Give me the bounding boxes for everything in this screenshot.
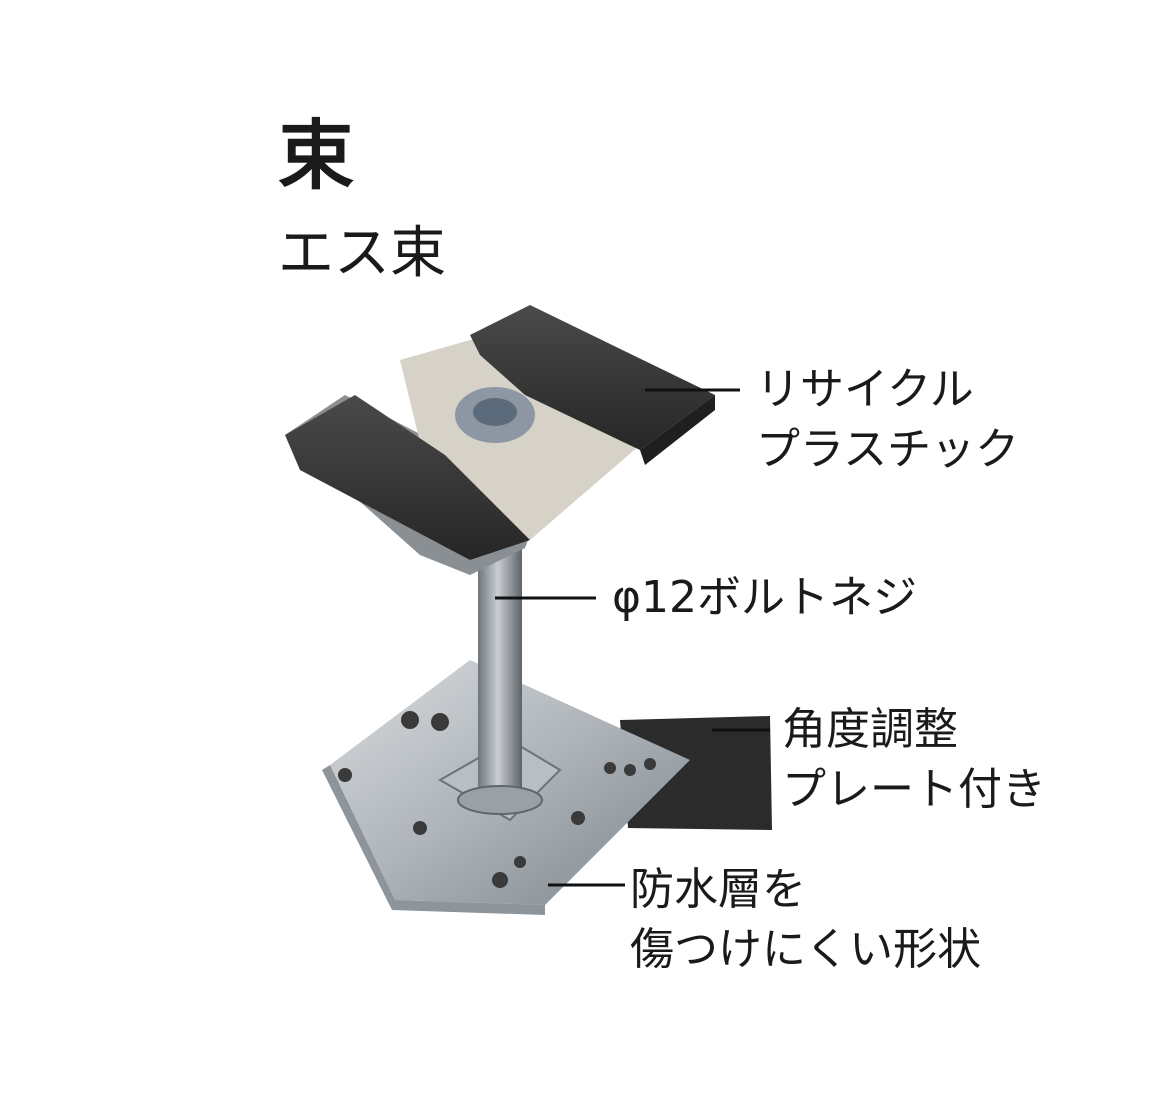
- callout-line: プラスチック: [756, 424, 1020, 475]
- bolt-rod: [457, 540, 543, 815]
- top-saddle: [285, 305, 715, 575]
- callout-line: 角度調整: [782, 704, 958, 755]
- angle-adjust-plate: [620, 716, 772, 830]
- callout-angle-plate: 角度調整 プレート付き: [782, 700, 1046, 820]
- product-name: エス束: [278, 221, 446, 286]
- callout-line: プレート付き: [782, 764, 1046, 815]
- callout-line: φ12ボルトネジ: [612, 572, 918, 623]
- callout-line: 傷つけにくい形状: [630, 924, 982, 975]
- callout-waterproof-safe: 防水層を 傷つけにくい形状: [630, 860, 981, 980]
- callout-bolt-thread: φ12ボルトネジ: [612, 568, 917, 628]
- callout-line: リサイクル: [756, 364, 974, 415]
- callout-recycled-plastic: リサイクル プラスチック: [756, 360, 1019, 480]
- product-category-title: 束: [278, 111, 354, 200]
- callout-line: 防水層を: [630, 864, 806, 915]
- leader-lines: [495, 388, 770, 887]
